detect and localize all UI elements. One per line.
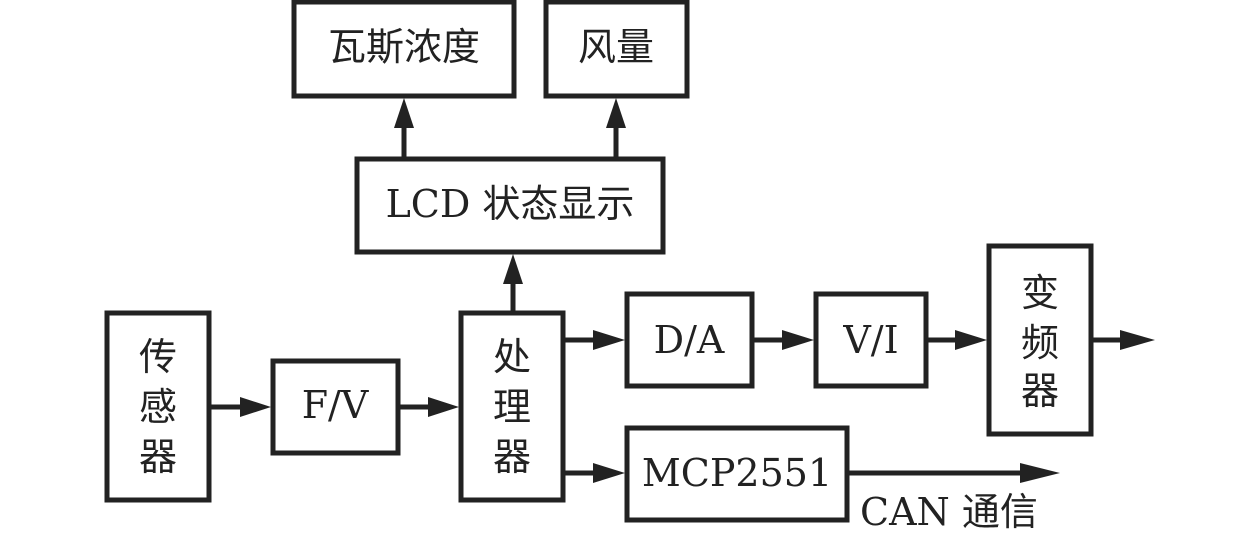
- inverter-label-1: 变: [1021, 271, 1059, 315]
- arrow-lcd-to-air-head: [606, 98, 626, 128]
- arrow-lcd-to-gas-head: [394, 98, 414, 128]
- processor-box: [458, 310, 566, 503]
- sensor-label-3: 器: [139, 435, 177, 479]
- arrow-can-output-head: [1020, 463, 1060, 483]
- processor-label-1: 处: [493, 335, 531, 379]
- inverter-box: [986, 243, 1094, 437]
- inverter-label-3: 器: [1021, 369, 1059, 413]
- processor-label-2: 理: [493, 385, 531, 429]
- lcd-display-label: LCD 状态显示: [386, 182, 635, 226]
- vi-label: V/I: [842, 318, 898, 362]
- fv-label: F/V: [302, 383, 369, 427]
- air-volume-box: [543, 0, 690, 99]
- gas-concentration-box: [291, 0, 517, 99]
- sensor-box: [104, 310, 212, 503]
- sensor-label-1: 传: [139, 335, 177, 379]
- inverter-label-2: 频: [1021, 321, 1059, 365]
- arrow-vi-to-inverter-head: [955, 330, 987, 350]
- arrow-fv-to-processor-head: [428, 397, 459, 417]
- arrow-inverter-output-head: [1120, 330, 1155, 350]
- arrow-processor-to-lcd-head: [503, 254, 523, 284]
- air-volume-label: 风量: [578, 25, 654, 69]
- can-communication-label: CAN 通信: [860, 490, 1038, 534]
- arrow-processor-to-da-head: [593, 330, 625, 350]
- da-box: [624, 291, 755, 389]
- sensor-label-2: 感: [139, 385, 177, 429]
- da-label: D/A: [654, 318, 725, 362]
- processor-label-3: 器: [493, 435, 531, 479]
- gas-concentration-label: 瓦斯浓度: [328, 25, 480, 69]
- lcd-display-box: [354, 156, 666, 255]
- arrow-sensor-to-fv-head: [240, 397, 271, 417]
- arrow-da-to-vi-head: [782, 330, 814, 350]
- mcp2551-label: MCP2551: [642, 451, 832, 495]
- arrow-processor-to-mcp-head: [593, 463, 625, 483]
